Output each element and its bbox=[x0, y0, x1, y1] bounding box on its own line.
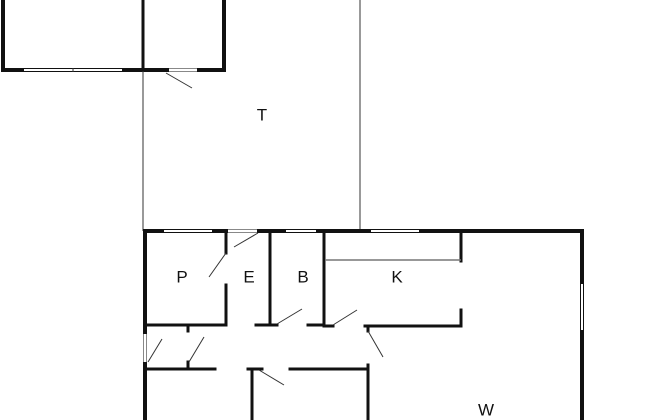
terrace-outline bbox=[142, 0, 361, 231]
room-label-p: P bbox=[176, 267, 187, 286]
room-label-k: K bbox=[391, 267, 403, 286]
room-label-w: W bbox=[478, 400, 494, 419]
room-label-b: B bbox=[297, 267, 308, 286]
main-house bbox=[143, 229, 584, 420]
annex-building bbox=[1, 0, 226, 89]
room-label-e: E bbox=[243, 267, 254, 286]
room-label-t: T bbox=[257, 105, 267, 124]
door-swing bbox=[165, 72, 193, 89]
